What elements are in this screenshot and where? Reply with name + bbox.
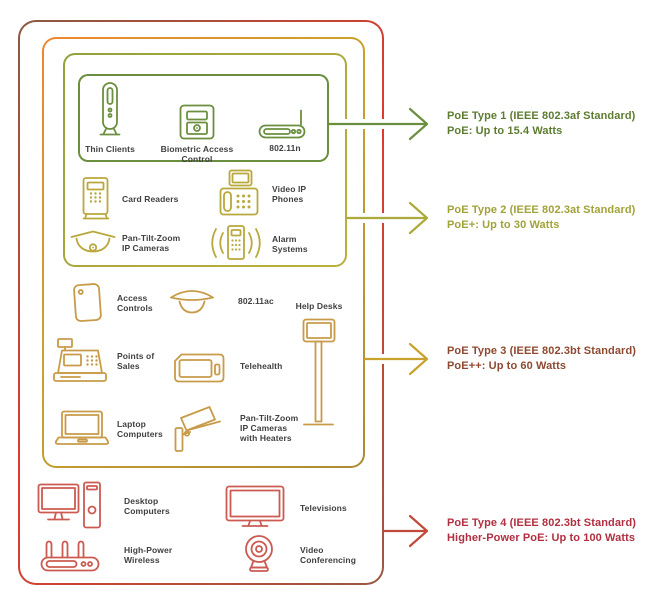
television-icon: [225, 485, 285, 531]
device-label: Laptop Computers: [117, 418, 163, 439]
access-point-icon: [169, 288, 215, 314]
device-label: Video Conferencing: [300, 544, 356, 565]
device-ptz-cameras-heaters: Pan-Tilt-Zoom IP Cameras with Heaters: [171, 403, 298, 453]
biometric-access-icon: [179, 104, 215, 140]
device-80211n: 802.11n: [239, 108, 331, 153]
poe-type-2-title: PoE Type 2 (IEEE 802.3at Standard): [447, 204, 636, 216]
access-control-icon: [72, 282, 104, 324]
device-help-desks: Help Desks: [284, 301, 354, 430]
dome-camera-icon: [70, 229, 116, 257]
poe-type-3-title: PoE Type 3 (IEEE 802.3bt Standard): [447, 345, 637, 357]
device-laptop-computers: Laptop Computers: [55, 410, 163, 448]
device-label: 802.11n: [269, 143, 301, 153]
wireless-router-icon: [258, 108, 312, 139]
card-reader-icon: [80, 176, 112, 222]
poe-type-3-watts: PoE++: Up to 60 Watts: [447, 360, 567, 372]
poe-type-2-label: PoE Type 2 (IEEE 802.3at Standard) PoE+:…: [447, 203, 662, 233]
device-thin-clients: Thin Clients: [64, 82, 156, 154]
device-label: 802.11ac: [238, 295, 274, 306]
poe-type-1-arrow-icon: [327, 107, 429, 141]
poe-type-2-arrow-icon: [345, 201, 429, 235]
point-of-sale-icon: [52, 337, 108, 385]
device-ptz-ip-cameras: Pan-Tilt-Zoom IP Cameras: [70, 229, 180, 257]
device-label: Access Controls: [117, 292, 153, 313]
laptop-icon: [55, 410, 109, 448]
device-label: Alarm Systems: [272, 233, 308, 254]
help-desk-kiosk-icon: [300, 318, 338, 430]
alarm-keypad-icon: [205, 224, 267, 264]
device-points-of-sales: Points of Sales: [52, 337, 154, 385]
video-ip-phone-icon: [219, 169, 259, 219]
device-label: Points of Sales: [117, 350, 155, 371]
device-label: Help Desks: [295, 301, 343, 311]
poe-type-3-label: PoE Type 3 (IEEE 802.3bt Standard) PoE++…: [447, 344, 662, 374]
poe-type-3-arrow-icon: [363, 342, 429, 376]
device-video-conferencing: Video Conferencing: [241, 534, 356, 576]
poe-type-1-area: [80, 76, 327, 160]
poe-type-4-arrow-icon: [382, 514, 429, 548]
device-telehealth: Telehealth: [173, 348, 282, 384]
device-label: Pan-Tilt-Zoom IP Cameras with Heaters: [240, 412, 299, 444]
thin-client-icon: [98, 82, 122, 140]
device-label: Desktop Computers: [124, 495, 170, 516]
poe-type-4-watts: Higher-Power PoE: Up to 100 Watts: [447, 532, 636, 544]
device-label: High-Power Wireless: [124, 544, 173, 565]
poe-type-1-boundary: [78, 74, 329, 162]
poe-type-2-watts: PoE+: Up to 30 Watts: [447, 219, 560, 231]
webcam-icon: [241, 534, 277, 576]
device-label: Pan-Tilt-Zoom IP Cameras: [122, 232, 181, 253]
telehealth-icon: [173, 348, 225, 384]
device-desktop-computers: Desktop Computers: [37, 481, 170, 531]
poe-type-1-label: PoE Type 1 (IEEE 802.3af Standard) PoE: …: [447, 109, 662, 139]
device-high-power-wireless: High-Power Wireless: [40, 537, 172, 573]
device-label: Televisions: [300, 502, 347, 513]
device-80211ac: 802.11ac: [169, 288, 274, 314]
poe-type-4-label: PoE Type 4 (IEEE 802.3bt Standard) Highe…: [447, 516, 662, 546]
device-biometric-access: Biometric Access Control: [151, 104, 243, 164]
device-label: Biometric Access Control: [160, 144, 234, 165]
poe-type-1-title: PoE Type 1 (IEEE 802.3af Standard): [447, 110, 636, 122]
device-alarm-systems: Alarm Systems: [205, 224, 308, 264]
poe-type-1-watts: PoE: Up to 15.4 Watts: [447, 125, 563, 137]
device-video-ip-phones: Video IP Phones: [219, 169, 306, 219]
device-label: Video IP Phones: [272, 183, 307, 204]
device-card-readers: Card Readers: [80, 176, 178, 222]
device-label: Telehealth: [240, 360, 283, 371]
desktop-computer-icon: [37, 481, 103, 531]
cctv-camera-icon: [171, 403, 225, 453]
high-power-wireless-icon: [40, 537, 100, 573]
device-televisions: Televisions: [225, 485, 347, 531]
device-access-controls: Access Controls: [72, 282, 153, 324]
device-label: Thin Clients: [85, 144, 135, 154]
device-label: Card Readers: [122, 193, 179, 204]
poe-type-4-title: PoE Type 4 (IEEE 802.3bt Standard): [447, 517, 637, 529]
